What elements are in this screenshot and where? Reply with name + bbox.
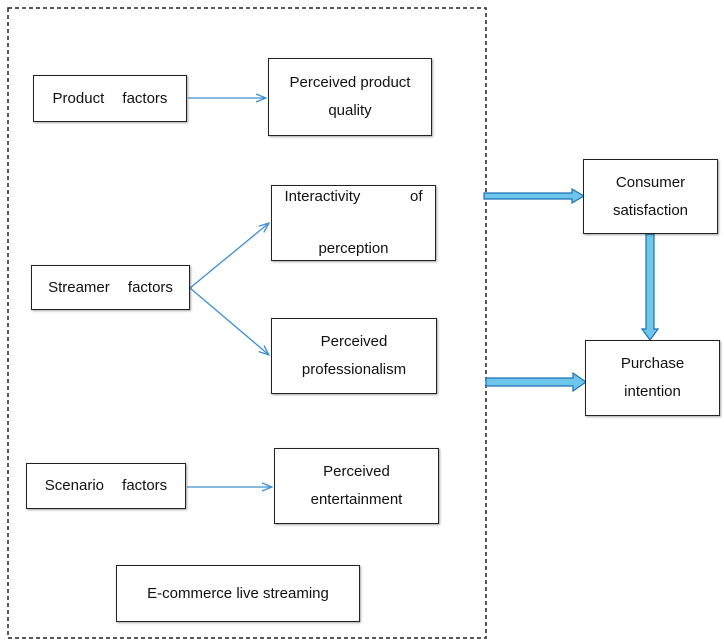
streamer-factors-label: Streamer factors: [48, 278, 173, 296]
of-word: of: [409, 188, 423, 205]
product-factors-label: Product factors: [52, 89, 168, 107]
streamer-factors-box: Streamer factors: [31, 265, 190, 310]
interactivity-word: Interactivity: [284, 188, 361, 205]
perceived-product-quality-box: Perceived product quality: [268, 58, 432, 136]
ecommerce-live-streaming-box: E-commerce live streaming: [116, 565, 360, 622]
perceived-entertainment-box: Perceived entertainment: [274, 448, 439, 524]
purchase-intention-box: Purchase intention: [585, 340, 720, 416]
consumer-satisfaction-label: Consumer satisfaction: [612, 173, 689, 219]
arrow-satisfaction-to-intention: [640, 233, 660, 342]
arrow-container-to-satisfaction: [483, 187, 586, 205]
perceived-product-quality-label: Perceived product quality: [289, 74, 411, 119]
product-factors-box: Product factors: [33, 75, 187, 122]
purchase-intention-label: Purchase intention: [620, 355, 685, 400]
perceived-professionalism-box: Perceived professionalism: [271, 318, 437, 394]
ecommerce-live-streaming-label: E-commerce live streaming: [147, 584, 329, 602]
arrow-streamer-to-interactivity: [189, 223, 269, 289]
scenario-factors-label: Scenario factors: [44, 477, 168, 494]
arrow-streamer-to-professionalism: [189, 287, 269, 355]
perceived-entertainment-label: Perceived entertainment: [310, 463, 403, 508]
container-dashed-border: [7, 7, 487, 639]
scenario-factors-box: Scenario factors: [26, 463, 186, 509]
interactivity-of-perception-box: Interactivity of perception: [271, 185, 436, 261]
perception-word: perception: [318, 240, 389, 257]
consumer-satisfaction-box: Consumer satisfaction: [583, 159, 718, 234]
arrow-container-to-intention: [485, 371, 588, 393]
perceived-professionalism-label: Perceived professionalism: [301, 333, 407, 378]
